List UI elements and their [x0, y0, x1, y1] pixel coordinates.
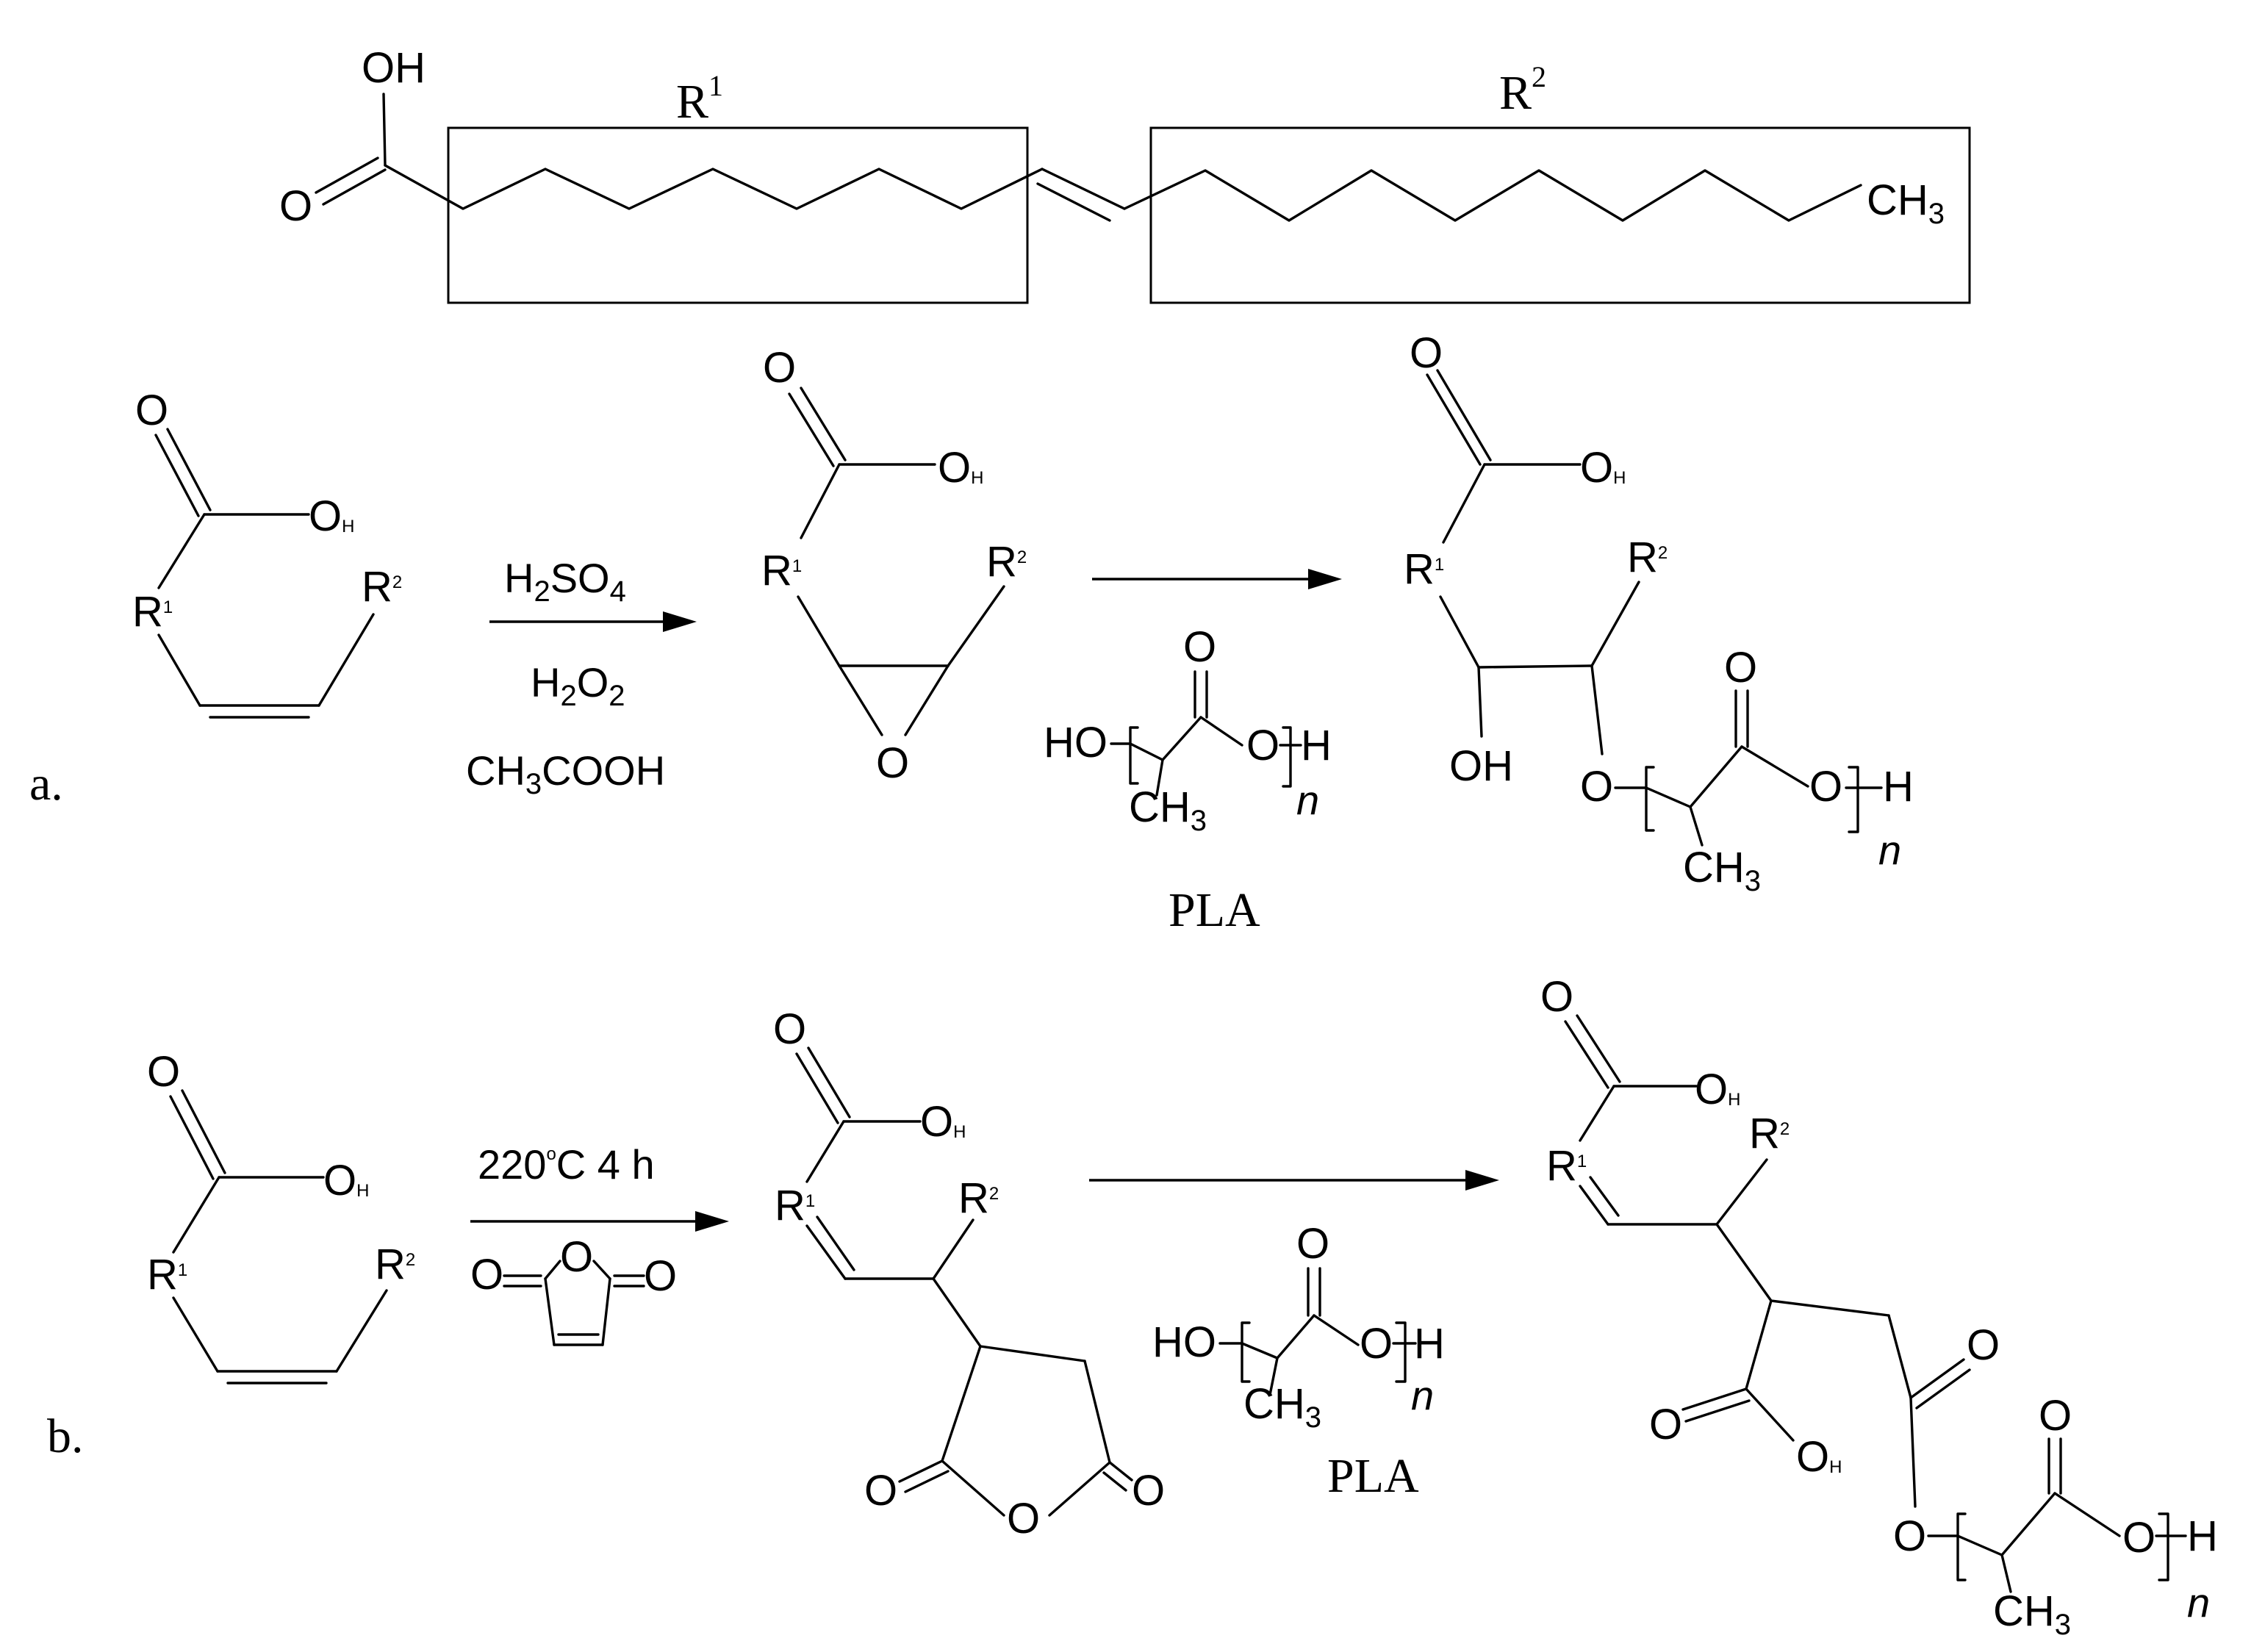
b3-pla-n: n [2187, 1579, 2210, 1626]
reagent-h2o2: H2O2 [531, 659, 625, 712]
a-pla-ho: HO [1044, 719, 1108, 766]
a1-r1: R1 [132, 588, 173, 636]
b3-r1: R1 [1546, 1142, 1587, 1190]
reagent-h2so4: H2SO4 [504, 555, 626, 608]
a1-r2: R2 [362, 563, 402, 611]
b1-hydroxyl-o: OH [323, 1157, 369, 1204]
scheme-a: a. O OH R1 R2 H2SO4 H2O2 CH3COOH O [29, 329, 1914, 937]
a3-pla-h: H [1883, 763, 1914, 811]
ma-o-center: O [560, 1233, 593, 1281]
top-o-label: O [279, 182, 312, 230]
a-pla-label: PLA [1169, 883, 1260, 937]
a-pla-carbonyl-o: O [1183, 623, 1216, 671]
r1-box-label: R1 [676, 69, 723, 129]
b2-r2: R2 [958, 1174, 999, 1222]
b-step2-arrow [1089, 1170, 1499, 1190]
b3-pla-ch3: CH3 [1993, 1587, 2071, 1641]
top-ch3-label: CH3 [1867, 176, 1945, 230]
top-oh-label: OH [362, 44, 426, 92]
a-pla-h: H [1301, 722, 1332, 769]
r2-chain [1123, 169, 1862, 222]
r2-box [1149, 126, 1971, 304]
b-pla-ch3: CH3 [1243, 1380, 1321, 1434]
a2-hydroxyl-o: OH [938, 444, 983, 492]
b3-r2: R2 [1749, 1110, 1790, 1157]
b2-right-carbonyl-o: O [1132, 1467, 1165, 1515]
b3-product: O OH R1 R2 O OH O O [1540, 973, 2218, 1641]
scheme-b-label: b. [47, 1409, 84, 1463]
b2-left-carbonyl-o: O [864, 1467, 897, 1515]
b1-r2: R2 [375, 1240, 415, 1288]
b-step1-arrow: 220oC 4 h [470, 1141, 729, 1232]
b3-ester-o: O [1893, 1512, 1926, 1560]
b-pla-ho: HO [1152, 1318, 1216, 1366]
a-pla-ester-o: O [1246, 722, 1279, 769]
b3-carbonyl-o: O [1540, 973, 1573, 1021]
b1-carbonyl-o: O [147, 1048, 180, 1096]
a3-carbonyl-o: O [1410, 329, 1443, 377]
a3-pla-n: n [1878, 827, 1901, 873]
a2-r2: R2 [986, 538, 1027, 586]
b1-r1: R1 [147, 1251, 187, 1299]
a1-unsaturated-acid: O OH R1 R2 [132, 387, 402, 719]
a3-product: O OH R1 R2 OH O O CH3 O [1404, 329, 1914, 897]
b3-ester-carbonyl-o: O [1967, 1321, 2000, 1369]
ma-o-right: O [644, 1252, 677, 1300]
a3-ether-o: O [1580, 763, 1613, 811]
b-pla-label: PLA [1327, 1449, 1419, 1503]
b3-acid-hydroxyl-o: OH [1796, 1433, 1842, 1481]
a2-r1: R1 [761, 547, 802, 595]
b3-pla-h: H [2187, 1512, 2218, 1560]
b1-unsaturated-acid: O OH R1 R2 [147, 1048, 415, 1385]
a3-r2: R2 [1627, 534, 1668, 581]
b2-anhydride-adduct: O OH R1 R2 O O O [773, 1005, 1165, 1543]
r2-box-label: R2 [1499, 60, 1546, 120]
b3-acid-carbonyl-o: O [1649, 1401, 1682, 1448]
reaction-condition: 220oC 4 h [478, 1141, 655, 1188]
a-pla-structure: O HO CH3 O H n PLA [1044, 623, 1332, 937]
b-pla-carbonyl-o: O [1296, 1220, 1329, 1268]
b-pla-n: n [1411, 1372, 1434, 1418]
a2-epoxide: O OH R1 R2 O [761, 344, 1027, 787]
b2-hydroxyl-o: OH [920, 1098, 966, 1146]
maleic-anhydride: O O O [470, 1233, 677, 1346]
a-step2-arrow [1092, 569, 1342, 589]
a3-r1: R1 [1404, 545, 1444, 593]
reagent-acetic-acid: CH3COOH [466, 747, 665, 800]
ma-o-left: O [470, 1251, 503, 1299]
b3-hydroxyl-o: OH [1695, 1066, 1740, 1113]
a-pla-n: n [1296, 777, 1319, 823]
scheme-a-label: a. [29, 757, 63, 811]
a3-pla-ester-o: O [1809, 763, 1842, 811]
double-bond [1041, 168, 1126, 210]
a3-oh: OH [1449, 742, 1513, 790]
a2-epoxide-o: O [876, 739, 909, 787]
scheme-b: b. O OH R1 R2 220oC 4 h O O O [47, 973, 2218, 1641]
r1-chain [384, 164, 1044, 210]
b2-ring-o: O [1007, 1495, 1040, 1543]
fatty-acid-structure: OH O CH3 R1 R2 [279, 44, 1971, 304]
b3-pla-ester-o: O [2122, 1514, 2155, 1562]
a3-pla-carbonyl-o: O [1724, 644, 1757, 692]
a1-carbonyl-o: O [135, 387, 168, 434]
b2-r1: R1 [775, 1182, 815, 1229]
a-pla-ch3: CH3 [1129, 783, 1207, 837]
a3-hydroxyl-o: OH [1580, 444, 1626, 492]
a1-hydroxyl-o: OH [309, 492, 354, 540]
a-step1-arrow: H2SO4 H2O2 CH3COOH [466, 555, 697, 800]
b-pla-structure: O HO CH3 O H n PLA [1152, 1220, 1445, 1503]
a2-carbonyl-o: O [763, 344, 796, 392]
b-pla-ester-o: O [1360, 1320, 1393, 1368]
r1-box [447, 126, 1029, 304]
b3-pla-carbonyl-o: O [2039, 1392, 2072, 1440]
a3-pla-ch3: CH3 [1683, 844, 1761, 897]
b-pla-h: H [1414, 1320, 1445, 1368]
b2-carbonyl-o: O [773, 1005, 806, 1053]
